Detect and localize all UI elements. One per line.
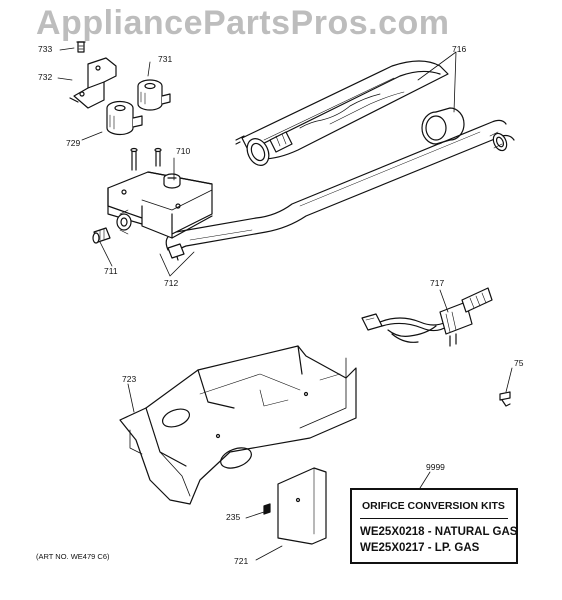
- callout-717: 717: [430, 278, 445, 288]
- kit-natural-gas: WE25X0218 - NATURAL GAS: [360, 526, 518, 538]
- part-732-bracket: [69, 57, 117, 109]
- part-712-gas-tube: [165, 119, 515, 261]
- callout-235: 235: [226, 512, 241, 522]
- part-733-screw: [76, 41, 86, 53]
- callout-75: 75: [514, 358, 524, 368]
- part-716-burner: [235, 60, 449, 166]
- orifice-kits-title: ORIFICE CONVERSION KITS: [362, 500, 505, 512]
- orifice-kits-box: ORIFICE CONVERSION KITS WE25X0218 - NATU…: [350, 488, 518, 564]
- callout-9999: 9999: [426, 462, 445, 472]
- part-75-screw: [499, 391, 511, 407]
- part-710-gas-valve: [107, 147, 213, 259]
- part-235-screw: [263, 503, 271, 515]
- part-731-coil: [137, 79, 171, 111]
- part-717-igniter: [361, 287, 493, 347]
- callout-732: 732: [38, 72, 53, 82]
- kit-lp-gas: WE25X0217 - LP. GAS: [360, 542, 480, 554]
- callout-710: 710: [176, 146, 191, 156]
- part-721-shield: [277, 467, 327, 545]
- part-716-sleeve: [421, 107, 465, 145]
- callout-733: 733: [38, 44, 53, 54]
- callout-731: 731: [158, 54, 173, 64]
- orifice-kits-divider: [360, 518, 508, 519]
- callout-723: 723: [122, 374, 137, 384]
- leader-lines: [57, 47, 513, 561]
- callout-721: 721: [234, 556, 249, 566]
- callout-712: 712: [164, 278, 179, 288]
- part-711-fitting: [92, 227, 111, 244]
- part-729-coil: [106, 100, 143, 136]
- part-723-bracket: [119, 345, 357, 505]
- watermark-text: AppliancePartsPros.com: [36, 4, 450, 42]
- art-number: (ART NO. WE479 C6): [36, 552, 110, 561]
- callout-729: 729: [66, 138, 81, 148]
- callout-716: 716: [452, 44, 467, 54]
- callout-711: 711: [104, 266, 118, 276]
